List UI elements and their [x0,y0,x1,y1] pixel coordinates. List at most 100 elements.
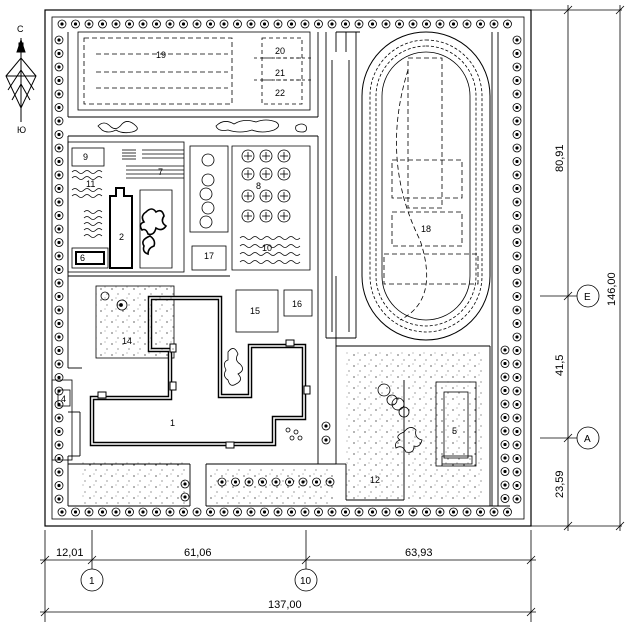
tree-icon [395,19,404,29]
tree-trunk-dot [73,22,78,26]
tree-trunk-dot [370,510,375,514]
hatching-marks [122,149,184,179]
tree-icon [54,440,64,450]
tree-icon [111,507,121,517]
tree-trunk-dot [515,429,519,434]
tree-icon [233,507,242,517]
tree-trunk-dot [515,65,519,69]
tree-icon [512,197,522,207]
tree-icon [512,373,522,382]
dimension-lines-bottom [40,530,536,622]
tree-icon [512,103,522,112]
grid-axis-markers [80,284,600,592]
tree-icon [54,35,64,45]
tree-trunk-dot [57,281,61,285]
fruit-tree-icon [277,209,291,223]
tree-trunk-dot [343,510,348,514]
tree-icon [260,19,269,29]
tree-trunk-dot [141,22,145,26]
dim-right-41-5: 41,5 [554,355,566,376]
tree-icon [54,467,64,477]
tree-trunk-dot [343,22,348,26]
tree-icon [381,507,391,517]
tree-trunk-dot [57,321,61,326]
tree-trunk-dot [515,78,519,83]
tree-icon [246,507,256,517]
tree-trunk-dot [57,173,61,177]
tree-icon [54,413,64,423]
tree-trunk-dot [276,22,280,26]
tree-trunk-dot [503,402,507,406]
tree-trunk-dot [87,510,91,514]
tree-trunk-dot [57,497,61,501]
tree-icon [435,507,445,517]
tree-icon [54,278,64,288]
fruit-tree-icon [259,209,273,223]
tree-icon [512,481,522,490]
dimension-lines-right [531,5,625,531]
tree-trunk-dot [515,119,519,123]
fruit-tree-icon [241,149,255,163]
tree-icon [54,224,64,234]
tree-icon [57,19,67,29]
tree-trunk-dot [503,456,507,460]
tree-trunk-dot [57,456,61,461]
zone-label-4: 4 [61,394,66,404]
tree-icon [512,278,522,288]
tree-trunk-dot [515,227,519,231]
tree-icon [500,359,510,368]
compass-north-label: С [17,24,24,34]
tree-trunk-dot [289,510,294,514]
tree-icon [179,19,188,29]
tree-trunk-dot [276,510,280,514]
tree-icon [54,319,64,328]
tree-trunk-dot [249,22,253,26]
tree-trunk-dot [515,402,519,407]
tree-icon [462,507,472,517]
tree-trunk-dot [370,22,375,26]
fruit-tree-icon [241,189,255,203]
tree-trunk-dot [465,22,469,26]
zone-label-11: 11 [86,179,95,189]
tree-icon [152,19,161,29]
tree-trunk-dot [249,510,253,514]
dim-right-146-00: 146,00 [606,272,618,306]
tree-trunk-dot [57,335,61,339]
tree-icon [54,265,64,274]
tree-icon [500,345,510,355]
tree-trunk-dot [57,92,61,96]
tree-icon [512,386,522,396]
small-structure-4 [51,379,73,461]
tree-trunk-dot [330,510,334,514]
tree-trunk-dot [515,294,519,299]
tree-trunk-dot [57,51,61,56]
fruit-tree-icon [241,209,255,223]
tree-trunk-dot [57,240,61,245]
tree-icon [165,507,175,517]
tree-icon [500,440,510,449]
tree-icon [206,19,215,29]
tree-trunk-dot [503,496,507,501]
tree-trunk-dot [57,429,61,434]
tree-icon [71,507,80,517]
tree-trunk-dot [515,186,519,191]
tree-icon [435,19,445,29]
tree-trunk-dot [411,510,415,514]
tree-icon [512,251,522,261]
tree-trunk-dot [316,22,321,26]
playground-block [67,141,185,273]
tree-trunk-dot [515,267,519,272]
tree-icon [125,507,134,517]
tree-icon [165,19,175,29]
north-arrow-icon [5,38,37,122]
tree-icon [512,143,522,153]
tree-trunk-dot [235,510,240,514]
tree-trunk-dot [57,132,61,137]
tree-trunk-dot [515,92,519,96]
tree-trunk-dot [289,22,294,26]
tree-icon [54,76,64,85]
tree-icon [260,507,269,517]
tree-icon [512,305,522,315]
tree-trunk-dot [515,38,519,42]
zone-label-10: 10 [262,243,272,253]
